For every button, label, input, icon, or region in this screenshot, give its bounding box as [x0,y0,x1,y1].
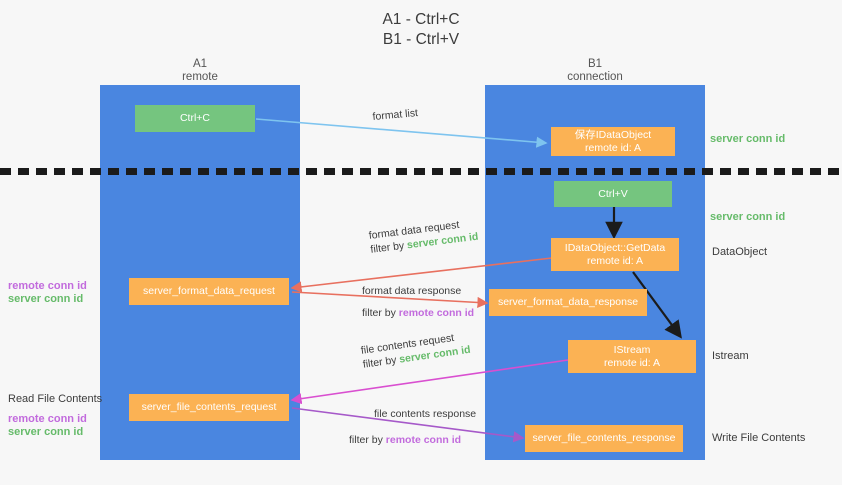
label-right-server-conn-id-mid: server conn id [710,211,786,223]
label-right-istream: Istream [712,350,749,362]
label-left-server-conn-id-1: server conn id [8,293,84,305]
caption-file-contents-response: file contents response [374,407,476,421]
phase-divider [0,168,842,175]
lane-header-b1-sub: connection [567,71,623,83]
box-server-format-data-request-label: server_format_data_request [143,285,275,298]
caption-format-data-response-text: format data response [362,285,462,297]
label-left-server-conn-id-2: server conn id [8,426,84,438]
arrow-format-data-request [290,257,553,293]
label-left-remote-conn-id-2: remote conn id [8,413,87,425]
box-getdata-line2: remote id: A [586,254,644,267]
box-server-file-contents-response-label: server_file_contents_response [532,432,676,445]
box-istream-line2: remote id: A [603,356,661,369]
label-left-read-file-contents: Read File Contents [8,393,103,405]
title-line-2: B1 - Ctrl+V [382,31,460,48]
lane-header-a1: A1 remote [100,58,300,84]
box-server-format-data-request[interactable]: server_format_data_request [129,278,289,305]
box-server-format-data-response[interactable]: server_format_data_response [489,289,647,316]
arrow-format-data-response [291,291,489,309]
box-save-idataobject-line1: 保存IDataObject [574,129,652,141]
label-right-server-conn-id-top: server conn id [710,133,786,145]
box-ctrl-c[interactable]: Ctrl+C [135,105,255,132]
box-getdata[interactable]: IDataObject::GetData remote id: A [551,238,679,271]
caption-format-data-response: format data response filter by remote co… [362,284,474,320]
caption-file-contents-response-filter: filter by remote conn id [349,433,461,447]
title-line-1: A1 - Ctrl+C [382,11,460,28]
arrow-format-list [255,118,548,148]
lane-header-b1: B1 connection [485,58,705,84]
arrow-getdata-to-istream [632,271,682,339]
filter-value-remote-conn-id: remote conn id [398,307,475,319]
box-istream[interactable]: IStream remote id: A [568,340,696,373]
label-left-remote-conn-id-1: remote conn id [8,280,87,292]
box-save-idataobject-line2: remote id: A [584,141,642,154]
filter-value-remote-conn-id: remote conn id [385,434,462,446]
caption-format-list-text: format list [372,107,419,123]
label-right-dataobject: DataObject [712,246,768,258]
box-ctrl-v[interactable]: Ctrl+V [554,181,672,207]
label-right-write-file-contents: Write File Contents [712,432,806,444]
filter-prefix: filter by [362,307,399,319]
lane-header-a1-name: A1 [192,58,208,70]
box-istream-line1: IStream [613,344,651,356]
box-getdata-line1: IDataObject::GetData [564,242,666,254]
box-server-file-contents-response[interactable]: server_file_contents_response [525,425,683,452]
box-server-file-contents-request-label: server_file_contents_request [141,401,277,414]
caption-file-contents-response-text: file contents response [374,408,477,420]
box-ctrl-v-label: Ctrl+V [598,187,628,200]
caption-format-data-response-filter: filter by remote conn id [362,306,474,320]
arrow-file-contents-response [291,407,525,443]
box-save-idataobject[interactable]: 保存IDataObject remote id: A [551,127,675,156]
lane-header-a1-sub: remote [182,71,218,83]
box-server-file-contents-request[interactable]: server_file_contents_request [129,394,289,421]
arrow-file-contents-request [290,359,569,405]
diagram-title: A1 - Ctrl+C B1 - Ctrl+V [0,10,842,50]
box-server-format-data-response-label: server_format_data_response [497,296,639,309]
lane-header-b1-name: B1 [587,58,603,70]
box-ctrl-c-label: Ctrl+C [179,112,211,125]
filter-prefix: filter by [349,434,386,446]
